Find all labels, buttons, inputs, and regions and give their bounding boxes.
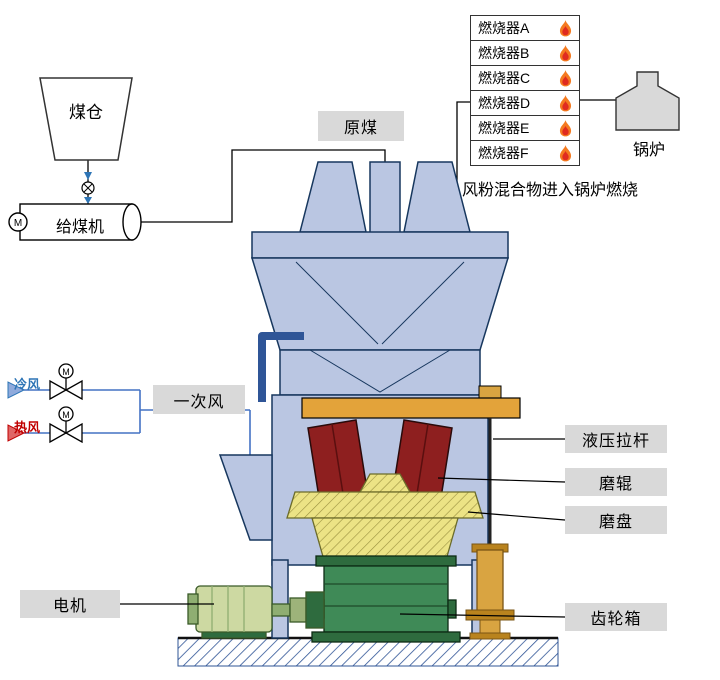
boiler-label: 锅炉 <box>632 142 665 159</box>
seal-air-pipe <box>258 332 304 402</box>
process-lines <box>87 99 616 223</box>
boiler-shape <box>615 71 680 131</box>
hot-air-arrow-icon <box>7 424 26 442</box>
coal-feeder-shape <box>8 203 142 241</box>
cold-air-label: 冷风 <box>14 377 41 392</box>
gearbox-label: 齿轮箱 <box>565 603 667 631</box>
hot-air-valve-icon <box>49 406 83 444</box>
burner-label: 燃烧器D <box>478 95 531 111</box>
classifier-cone-lines <box>295 261 465 393</box>
burner-list: 燃烧器A 燃烧器B 燃烧器C 燃烧器D 燃烧器E 燃烧器F <box>470 15 580 166</box>
hot-air-label: 热风 <box>14 420 41 435</box>
grinding-table-shape <box>286 473 484 561</box>
grinding-table-label: 磨盘 <box>565 506 667 534</box>
feeder-motor-label: M <box>14 218 22 229</box>
flame-icon <box>559 69 572 86</box>
burner-row-c: 燃烧器C <box>470 65 580 91</box>
hot-valve-motor-label: M <box>62 410 70 420</box>
hydraulic-rod-shape <box>465 418 515 640</box>
motor-shape <box>187 585 325 639</box>
coal-bunker-label: 煤仓 <box>69 103 103 122</box>
grinding-rollers <box>307 419 453 505</box>
mixture-note-label: 风粉混合物进入锅炉燃烧 <box>462 182 639 199</box>
cold-air-valve-icon <box>49 363 83 401</box>
cold-air-arrow-icon <box>7 381 26 399</box>
grinding-roller-label: 磨辊 <box>565 468 667 496</box>
burner-label: 燃烧器E <box>478 120 530 136</box>
burner-row-f: 燃烧器F <box>470 140 580 166</box>
flame-icon <box>559 19 572 36</box>
leader-lines <box>120 438 566 618</box>
rocker-arm-bar <box>301 385 521 419</box>
raw-coal-label: 原煤 <box>318 111 404 141</box>
burner-row-a: 燃烧器A <box>470 15 580 41</box>
bunker-valve-icon <box>81 172 95 204</box>
burner-label: 燃烧器F <box>478 145 529 161</box>
coal-feeder-label: 给煤机 <box>55 219 104 236</box>
cold-valve-motor-label: M <box>62 367 70 377</box>
burner-row-e: 燃烧器E <box>470 115 580 141</box>
flame-icon <box>559 44 572 61</box>
burner-label: 燃烧器A <box>478 20 530 36</box>
flame-icon <box>559 119 572 136</box>
motor-label: 电机 <box>20 590 120 618</box>
burner-row-d: 燃烧器D <box>470 90 580 116</box>
coal-bunker-shape <box>39 77 133 161</box>
burner-row-b: 燃烧器B <box>470 40 580 66</box>
flame-icon <box>559 144 572 161</box>
hydraulic-rod-label: 液压拉杆 <box>565 425 667 453</box>
burner-label: 燃烧器C <box>478 70 531 86</box>
primary-air-label: 一次风 <box>153 385 245 414</box>
flame-icon <box>559 94 572 111</box>
gearbox-shape <box>311 555 461 643</box>
burner-label: 燃烧器B <box>478 45 530 61</box>
